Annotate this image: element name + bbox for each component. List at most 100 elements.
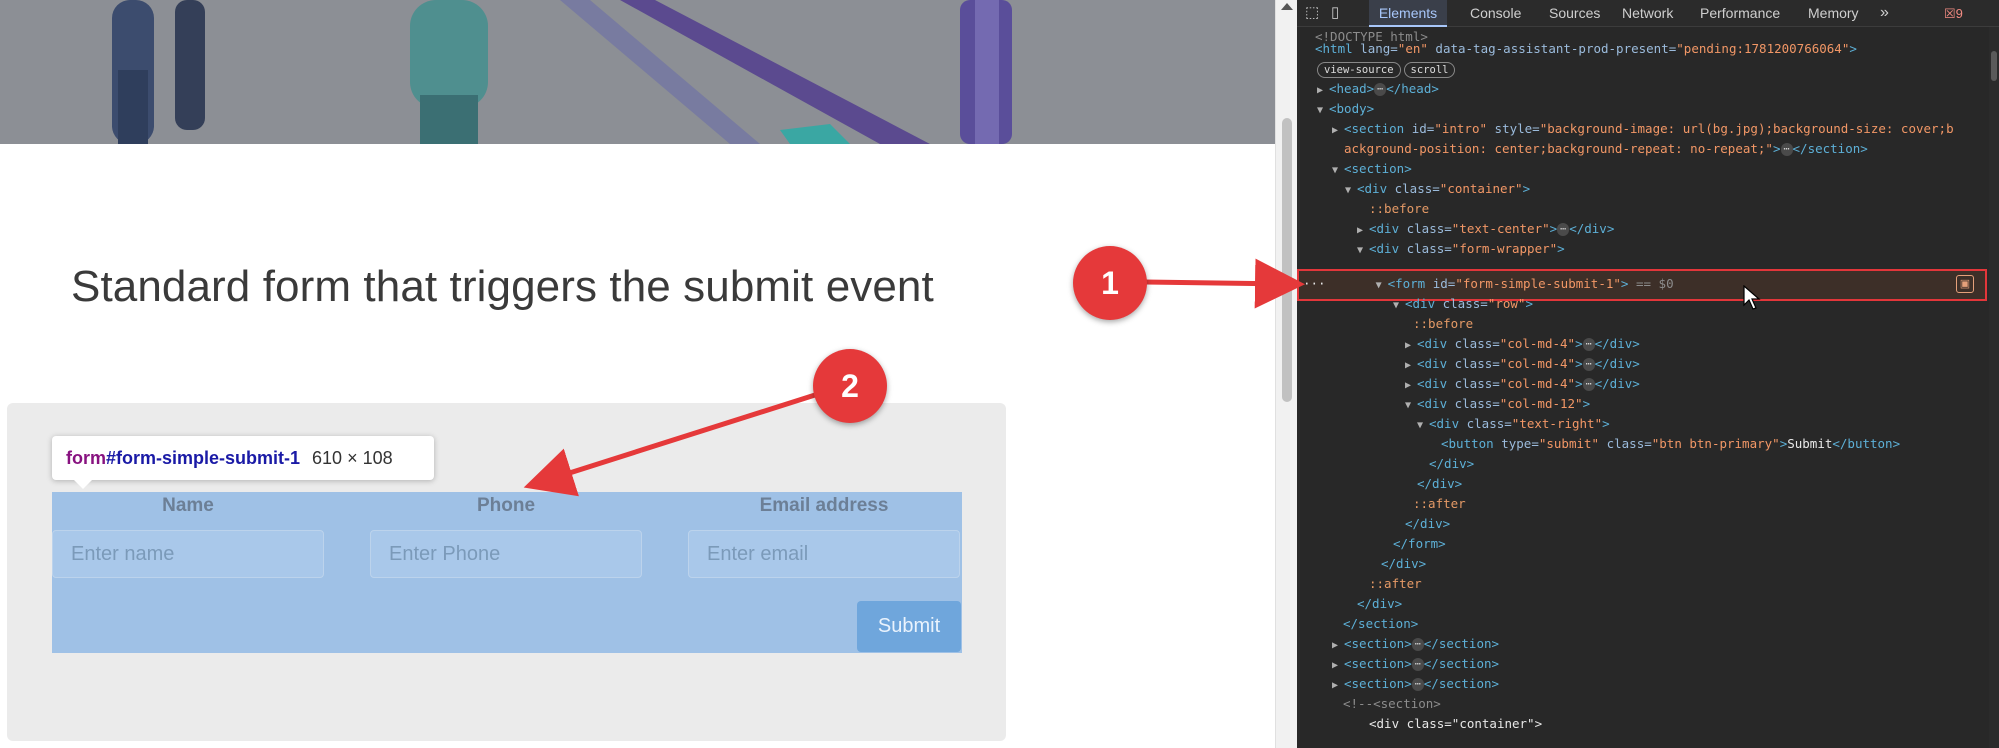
expand-triangle-icon[interactable]: ▶ <box>1317 85 1324 96</box>
tab-sources[interactable]: Sources <box>1549 5 1601 21</box>
selected-node-highlight[interactable] <box>1297 269 1987 301</box>
collapse-triangle-icon[interactable]: ▼ <box>1317 105 1324 116</box>
tree-line-section-intro-cont[interactable]: ackground-position: center;background-re… <box>1344 139 1868 159</box>
expand-triangle-icon[interactable]: ▶ <box>1332 640 1339 651</box>
email-input[interactable]: Enter email <box>688 530 960 578</box>
name-input[interactable]: Enter name <box>52 530 324 578</box>
collapse-triangle-icon[interactable]: ▼ <box>1345 185 1352 196</box>
tree-line-row-after[interactable]: ::after <box>1413 494 1466 514</box>
collapse-triangle-icon[interactable]: ▼ <box>1405 400 1412 411</box>
tree-line-container[interactable]: ▼<div class="container"> <box>1345 179 1530 199</box>
scroll-pill[interactable]: scroll <box>1403 62 1456 78</box>
device-toolbar-icon[interactable]: ▯ <box>1331 4 1340 21</box>
expand-triangle-icon[interactable]: ▶ <box>1405 380 1412 391</box>
collapsed-ellipsis-icon[interactable]: ⋯ <box>1557 223 1570 236</box>
collapsed-ellipsis-icon[interactable]: ⋯ <box>1374 83 1387 96</box>
tree-line-div-close-2[interactable]: </div> <box>1417 474 1462 494</box>
class-value: "container" <box>1451 716 1535 731</box>
tree-line-html[interactable]: <html lang="en" data-tag-assistant-prod-… <box>1315 39 1857 59</box>
collapse-triangle-icon[interactable]: ▼ <box>1375 280 1382 291</box>
tree-line-head[interactable]: ▶<head>⋯</head> <box>1317 79 1439 99</box>
tree-line-section-b[interactable]: ▶<section>⋯</section> <box>1332 654 1499 674</box>
tree-line-div-close-3[interactable]: </div> <box>1405 514 1450 534</box>
tree-line-row-before[interactable]: ::before <box>1413 314 1473 334</box>
tree-line-section-a[interactable]: ▶<section>⋯</section> <box>1332 634 1499 654</box>
tree-line-row[interactable]: ▼<div class="row"> <box>1393 294 1533 314</box>
tree-line-col-md-4-a[interactable]: ▶<div class="col-md-4">⋯</div> <box>1405 334 1640 354</box>
callout-badge-2: 2 <box>813 349 887 423</box>
expand-triangle-icon[interactable]: ▶ <box>1405 340 1412 351</box>
button-text: Submit <box>1787 436 1833 451</box>
tree-line-div-close-5[interactable]: </div> <box>1357 594 1402 614</box>
tree-line-col-md-12[interactable]: ▼<div class="col-md-12"> <box>1405 394 1590 414</box>
page-scrollbar[interactable] <box>1275 0 1297 748</box>
tree-line-body[interactable]: ▼<body> <box>1317 99 1374 119</box>
form-simple-submit-1-highlight[interactable]: Name Enter name Phone Enter Phone Email … <box>52 492 962 653</box>
tree-line-col-md-4-c[interactable]: ▶<div class="col-md-4">⋯</div> <box>1405 374 1640 394</box>
expand-triangle-icon[interactable]: ▶ <box>1357 225 1364 236</box>
tab-elements[interactable]: Elements <box>1369 0 1447 27</box>
tree-line-comment-container[interactable]: <div class="container"> <box>1369 714 1542 734</box>
mouse-cursor-icon <box>1743 285 1761 310</box>
tree-line-before[interactable]: ::before <box>1369 199 1429 219</box>
tree-line-section-c[interactable]: ▶<section>⋯</section> <box>1332 674 1499 694</box>
scroll-up-arrow-icon[interactable] <box>1281 3 1293 10</box>
submit-button[interactable]: Submit <box>857 601 961 652</box>
expand-triangle-icon[interactable]: ▶ <box>1332 660 1339 671</box>
id-value: "intro" <box>1434 121 1488 136</box>
collapse-triangle-icon[interactable]: ▼ <box>1393 300 1400 311</box>
tree-line-text-right[interactable]: ▼<div class="text-right"> <box>1417 414 1610 434</box>
collapse-triangle-icon[interactable]: ▼ <box>1332 165 1339 176</box>
class-attr: class= <box>1447 356 1500 371</box>
page-scrollbar-thumb[interactable] <box>1282 118 1292 402</box>
collapse-triangle-icon[interactable]: ▼ <box>1417 420 1424 431</box>
phone-input[interactable]: Enter Phone <box>370 530 642 578</box>
collapsed-ellipsis-icon[interactable]: ⋯ <box>1411 658 1424 671</box>
tree-line-section-intro[interactable]: ▶<section id="intro" style="background-i… <box>1332 119 1954 139</box>
tree-line-form-selected[interactable]: ···▼<form id="form-simple-submit-1"> == … <box>1303 274 1674 294</box>
tree-line-form-close[interactable]: </form> <box>1393 534 1446 554</box>
tab-performance[interactable]: Performance <box>1700 5 1781 21</box>
tree-line-section-close[interactable]: </section> <box>1343 614 1418 634</box>
tree-line-container-after[interactable]: ::after <box>1369 574 1422 594</box>
more-tabs-icon[interactable]: » <box>1880 4 1889 21</box>
collapsed-ellipsis-icon[interactable]: ⋯ <box>1582 378 1595 391</box>
tooltip-tag: form <box>66 448 106 468</box>
collapsed-ellipsis-icon[interactable]: ⋯ <box>1411 678 1424 691</box>
html-tag: <html <box>1315 41 1353 56</box>
html-tag-assistant-attr: data-tag-assistant-prod-present= <box>1427 41 1677 56</box>
tab-console[interactable]: Console <box>1470 5 1522 21</box>
tree-line-col-md-4-b[interactable]: ▶<div class="col-md-4">⋯</div> <box>1405 354 1640 374</box>
tree-line-button[interactable]: <button type="submit" class="btn btn-pri… <box>1441 434 1900 454</box>
section-close-tag: </section> <box>1423 676 1500 691</box>
section-close-tag: </section> <box>1423 656 1500 671</box>
expand-triangle-icon[interactable]: ▶ <box>1332 680 1339 691</box>
tab-memory[interactable]: Memory <box>1808 5 1859 21</box>
tree-line-comment[interactable]: <!--<section> <box>1343 694 1441 714</box>
tree-line-form-wrapper[interactable]: ▼<div class="form-wrapper"> <box>1357 239 1565 259</box>
tree-line-div-close-4[interactable]: </div> <box>1381 554 1426 574</box>
expand-triangle-icon[interactable]: ▶ <box>1332 125 1339 136</box>
view-source-pill[interactable]: view-source <box>1317 62 1401 78</box>
node-badge-icon[interactable]: ▣ <box>1956 275 1974 293</box>
page-viewport: Standard form that triggers the submit e… <box>0 0 1275 741</box>
tree-line-div-close-1[interactable]: </div> <box>1429 454 1474 474</box>
row-menu-dots-icon[interactable]: ··· <box>1303 276 1326 291</box>
tab-network[interactable]: Network <box>1622 5 1674 21</box>
class-value: "text-center" <box>1451 221 1550 236</box>
tree-line-doctype[interactable]: <!DOCTYPE html> <box>1315 27 1428 47</box>
devtools-scrollbar[interactable] <box>1989 27 1999 748</box>
expand-triangle-icon[interactable]: ▶ <box>1405 360 1412 371</box>
collapsed-ellipsis-icon[interactable]: ⋯ <box>1780 143 1793 156</box>
inspect-element-icon[interactable]: ⬚ <box>1305 4 1320 21</box>
tree-line-section[interactable]: ▼<section> <box>1332 159 1412 179</box>
collapsed-ellipsis-icon[interactable]: ⋯ <box>1411 638 1424 651</box>
collapsed-ellipsis-icon[interactable]: ⋯ <box>1582 338 1595 351</box>
error-counter[interactable]: ☒9 <box>1944 0 1963 27</box>
collapse-triangle-icon[interactable]: ▼ <box>1357 245 1364 256</box>
tree-line-text-center[interactable]: ▶<div class="text-center">⋯</div> <box>1357 219 1614 239</box>
devtools-scrollbar-thumb[interactable] <box>1991 51 1997 81</box>
collapsed-ellipsis-icon[interactable]: ⋯ <box>1582 358 1595 371</box>
